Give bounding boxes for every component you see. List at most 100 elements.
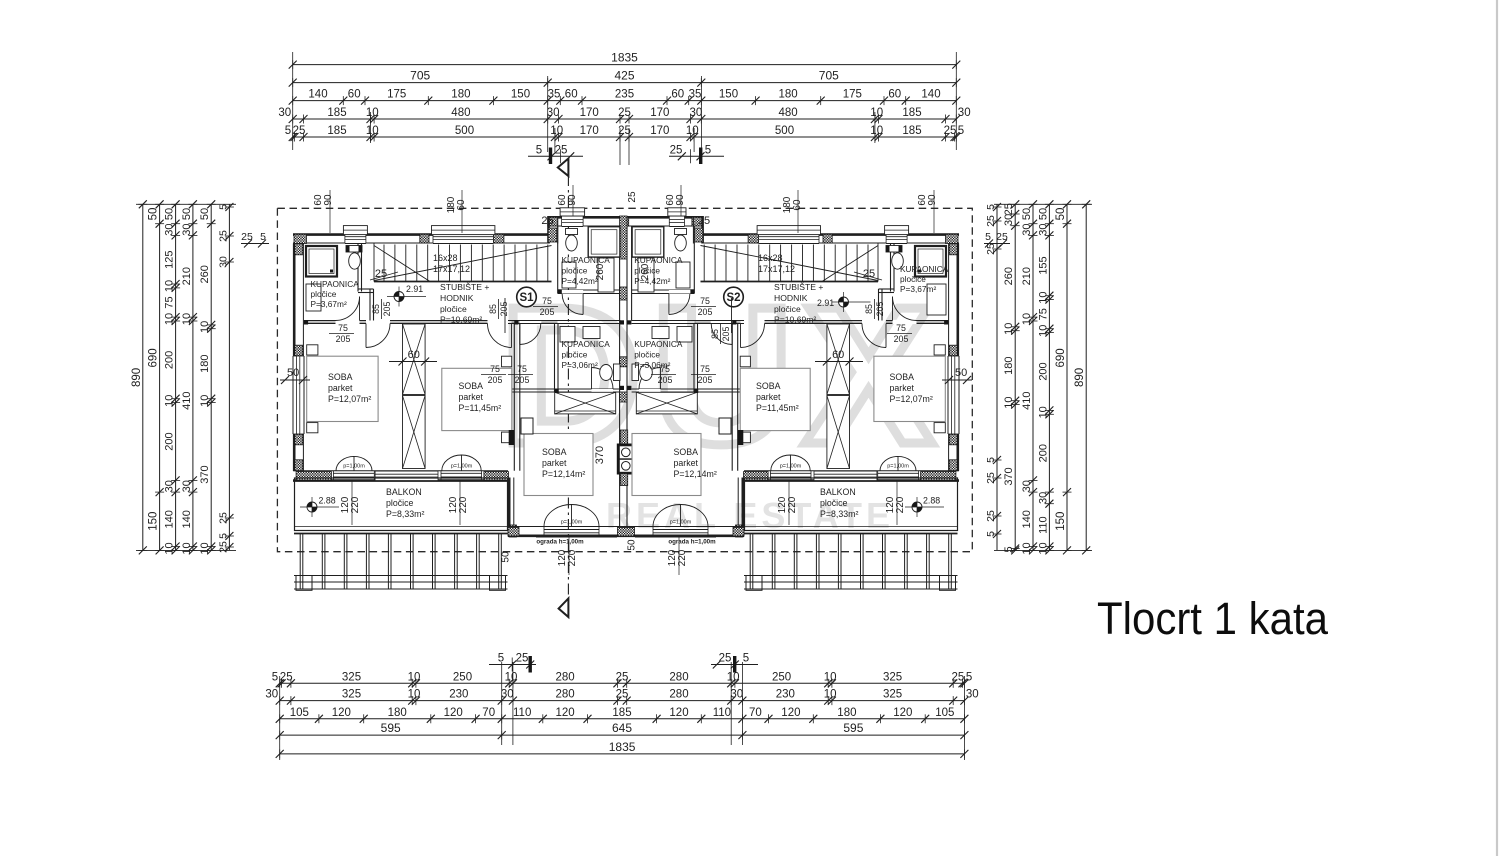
svg-text:pločice: pločice	[774, 304, 801, 314]
svg-text:parket: parket	[674, 458, 699, 468]
svg-text:25: 25	[241, 231, 253, 243]
svg-text:60: 60	[348, 89, 361, 101]
svg-text:25: 25	[217, 541, 229, 553]
svg-text:25: 25	[985, 472, 997, 484]
svg-text:5: 5	[217, 204, 229, 210]
svg-text:325: 325	[342, 671, 361, 683]
svg-text:60: 60	[792, 199, 803, 211]
svg-text:85: 85	[488, 304, 498, 314]
svg-text:50: 50	[1021, 208, 1033, 220]
svg-text:5: 5	[958, 125, 964, 137]
svg-text:170: 170	[580, 125, 599, 137]
svg-text:30: 30	[501, 689, 514, 701]
svg-text:25: 25	[516, 653, 529, 665]
svg-text:30: 30	[164, 480, 176, 492]
svg-text:30: 30	[181, 480, 193, 492]
svg-text:50: 50	[181, 208, 193, 220]
svg-text:180: 180	[1003, 357, 1015, 375]
svg-text:10: 10	[550, 125, 563, 137]
svg-text:230: 230	[776, 689, 795, 701]
svg-text:410: 410	[181, 392, 193, 410]
svg-text:5: 5	[217, 533, 229, 539]
svg-text:25: 25	[541, 215, 553, 227]
svg-text:10: 10	[199, 542, 211, 554]
svg-text:50: 50	[287, 367, 299, 379]
svg-text:25: 25	[618, 107, 631, 119]
svg-text:260: 260	[595, 263, 606, 280]
svg-text:25: 25	[944, 125, 957, 137]
svg-text:140: 140	[308, 89, 327, 101]
svg-text:p=1,00m: p=1,00m	[561, 520, 583, 526]
svg-text:90: 90	[927, 194, 938, 206]
svg-text:25: 25	[293, 125, 306, 137]
svg-text:10: 10	[199, 395, 211, 407]
svg-text:10: 10	[824, 689, 837, 701]
svg-text:10: 10	[870, 125, 883, 137]
svg-text:140: 140	[921, 89, 940, 101]
svg-text:5: 5	[985, 204, 997, 210]
svg-text:75: 75	[490, 364, 500, 374]
svg-text:75: 75	[896, 323, 906, 333]
svg-text:120: 120	[893, 707, 912, 719]
svg-text:KUPAONICA: KUPAONICA	[311, 279, 360, 289]
svg-text:90: 90	[675, 194, 686, 206]
svg-text:pločice: pločice	[634, 266, 660, 276]
svg-text:75: 75	[1037, 308, 1049, 320]
svg-text:Tlocrt 1 kata: Tlocrt 1 kata	[1097, 593, 1329, 644]
svg-text:200: 200	[1037, 444, 1049, 462]
svg-text:parket: parket	[459, 392, 484, 402]
svg-text:KUPAONICA: KUPAONICA	[900, 264, 949, 274]
svg-text:220: 220	[895, 496, 906, 513]
svg-text:220: 220	[787, 496, 798, 513]
svg-text:HODNIK: HODNIK	[774, 293, 808, 303]
svg-text:480: 480	[451, 107, 470, 119]
svg-text:30: 30	[278, 107, 291, 119]
svg-text:75: 75	[517, 364, 527, 374]
svg-text:P=10,69m²: P=10,69m²	[774, 315, 816, 325]
svg-text:10: 10	[1003, 396, 1015, 408]
svg-text:P=11,45m²: P=11,45m²	[756, 403, 799, 413]
svg-text:595: 595	[843, 721, 863, 735]
svg-text:75: 75	[700, 296, 710, 306]
svg-text:150: 150	[719, 89, 738, 101]
svg-text:2.91: 2.91	[817, 298, 834, 308]
svg-text:P=3,67m²: P=3,67m²	[900, 284, 936, 294]
svg-text:50: 50	[148, 208, 160, 221]
svg-text:2.88: 2.88	[923, 496, 940, 506]
svg-text:205: 205	[658, 375, 673, 385]
svg-text:50: 50	[501, 551, 512, 563]
svg-text:50: 50	[955, 367, 967, 379]
svg-text:25: 25	[863, 268, 875, 280]
svg-text:500: 500	[775, 125, 794, 137]
svg-text:30: 30	[181, 223, 193, 235]
svg-text:230: 230	[449, 689, 468, 701]
svg-text:185: 185	[902, 125, 921, 137]
svg-text:30: 30	[547, 107, 560, 119]
svg-text:p=1,00m: p=1,00m	[451, 464, 473, 470]
svg-text:110: 110	[713, 707, 731, 719]
svg-text:16x28: 16x28	[758, 253, 783, 263]
svg-text:235: 235	[615, 89, 634, 101]
svg-text:pločice: pločice	[440, 304, 467, 314]
svg-text:30: 30	[958, 107, 971, 119]
svg-text:30: 30	[730, 689, 743, 701]
svg-text:155: 155	[1037, 256, 1049, 274]
svg-text:P=12,07m²: P=12,07m²	[890, 394, 933, 404]
svg-text:110: 110	[1037, 516, 1049, 534]
svg-text:120: 120	[444, 707, 463, 719]
svg-text:480: 480	[779, 107, 798, 119]
svg-text:175: 175	[843, 89, 862, 101]
svg-text:S1: S1	[519, 292, 534, 304]
svg-text:parket: parket	[756, 392, 781, 402]
svg-text:180: 180	[837, 707, 856, 719]
svg-text:205: 205	[698, 307, 713, 317]
svg-text:25: 25	[217, 512, 229, 524]
svg-text:p=1,00m: p=1,00m	[887, 464, 909, 470]
svg-text:5: 5	[985, 231, 991, 243]
svg-text:P=3,06m²: P=3,06m²	[562, 360, 598, 370]
svg-text:250: 250	[453, 671, 472, 683]
svg-text:120: 120	[669, 707, 688, 719]
svg-text:STUBIŠTE +: STUBIŠTE +	[774, 282, 823, 292]
svg-text:P=12,07m²: P=12,07m²	[328, 394, 371, 404]
svg-text:120: 120	[556, 707, 575, 719]
